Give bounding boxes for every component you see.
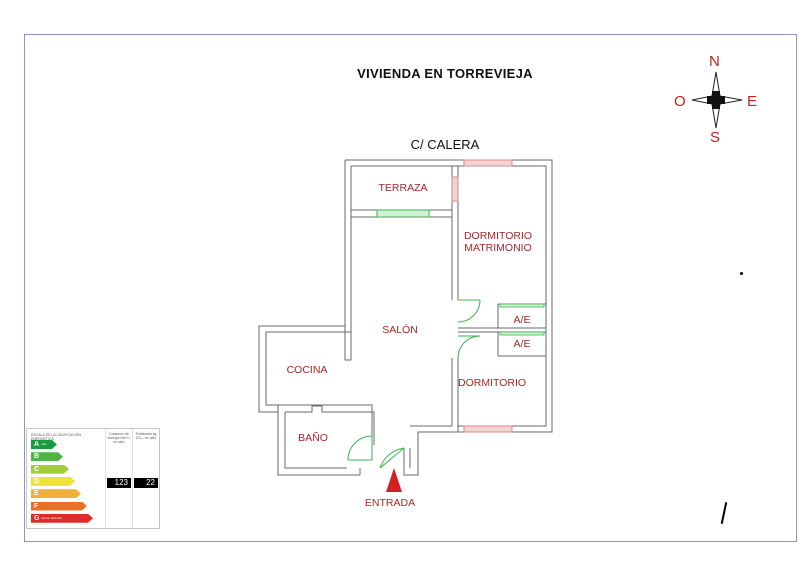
energy-grade-b: B — [31, 452, 63, 461]
energy-grade-letter: B — [34, 453, 40, 461]
energy-grade-f: F — [31, 502, 87, 511]
compass-east-label: E — [747, 93, 758, 110]
energy-grade-letter: G — [34, 514, 40, 522]
energy-grade-d: D — [31, 477, 75, 486]
compass-rose-icon — [691, 71, 743, 129]
room-label-dormitorio-matrimonio: DORMITORIO MATRIMONIO — [463, 230, 533, 254]
energy-grade-letter: F — [34, 502, 39, 510]
cert-header-scale: ESCALA DE LA CALIFICACIÓN ENERGÉTICA — [31, 433, 81, 441]
dot-mark — [740, 272, 743, 275]
room-label-salon: SALÓN — [382, 324, 418, 336]
energy-certificate: ESCALA DE LA CALIFICACIÓN ENERGÉTICA Con… — [26, 428, 160, 529]
street-name: C/ CALERA — [410, 137, 480, 152]
room-label-ae-2: A/E — [513, 338, 531, 350]
energy-grade-letter: E — [34, 490, 39, 498]
room-label-terraza: TERRAZA — [378, 182, 428, 194]
windows — [376, 159, 545, 433]
energy-grade-note: menos eficiente — [41, 515, 63, 520]
room-label-dormitorio: DORMITORIO — [458, 377, 527, 389]
consumption-value: 123 — [107, 478, 131, 488]
energy-grade-letter: A — [34, 441, 40, 448]
energy-grade-c: C — [31, 465, 69, 474]
compass-north-label: N — [709, 53, 720, 70]
doors — [347, 299, 481, 469]
drawing-frame — [24, 34, 797, 542]
energy-grade-e: E — [31, 489, 81, 498]
cert-header-consumption: Consumo de energía kW h / m² año — [107, 432, 131, 444]
room-label-ae-1: A/E — [513, 314, 531, 326]
compass-south-label: S — [710, 129, 721, 146]
emissions-value: 22 — [134, 478, 158, 488]
energy-grade-letter: D — [34, 477, 40, 485]
plan-title: VIVIENDA EN TORREVIEJA — [357, 66, 533, 81]
compass-west-label: O — [674, 93, 686, 110]
entrance-arrow-icon — [386, 468, 402, 492]
room-label-entrada: ENTRADA — [364, 497, 416, 509]
room-label-cocina: COCINA — [286, 364, 328, 376]
room-label-bano: BAÑO — [298, 432, 328, 444]
cert-header-emissions: Emisiones kg CO₂ / m² año — [135, 432, 157, 440]
energy-grade-letter: C — [34, 465, 40, 473]
